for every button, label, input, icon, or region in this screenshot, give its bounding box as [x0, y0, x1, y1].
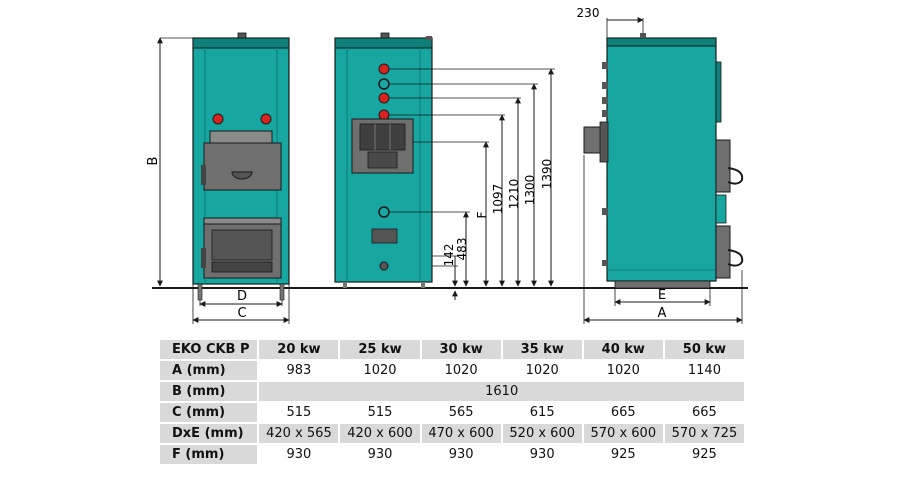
label-e: E [658, 288, 666, 303]
label-c: C [237, 306, 246, 321]
table-cell: 930 [502, 445, 582, 464]
label-1097: 1097 [491, 184, 505, 215]
label-483: 483 [455, 238, 469, 261]
boiler-dimension-drawing: B D C [146, 6, 748, 324]
table-cell: 665 [583, 403, 663, 422]
label-d: D [237, 289, 247, 304]
row-label: B (mm) [160, 382, 258, 401]
table-cell: 420 x 565 [259, 424, 339, 443]
table-cell: 1020 [502, 361, 582, 380]
table-cell: 570 x 600 [583, 424, 663, 443]
label-a: A [658, 306, 667, 321]
column-header: 20 kw [259, 340, 339, 359]
table-cell: 1020 [421, 361, 501, 380]
rear-plate [371, 228, 398, 244]
table-cell: 515 [340, 403, 420, 422]
table-cell: 420 x 600 [340, 424, 420, 443]
connection-483 [379, 261, 389, 271]
connection-1390 [378, 63, 390, 75]
table-cell: 515 [259, 403, 339, 422]
table-cell: 925 [664, 445, 744, 464]
upper-door [203, 142, 282, 191]
connection-f [378, 206, 390, 218]
red-knob-left [212, 113, 224, 125]
label-142: 142 [442, 244, 456, 267]
row-label: F (mm) [160, 445, 258, 464]
table-cell: 930 [259, 445, 339, 464]
column-header: 35 kw [502, 340, 582, 359]
row-label: C (mm) [160, 403, 258, 422]
table-row-b: B (mm) 1610 [160, 382, 744, 401]
label-b: B [146, 157, 161, 166]
table-cell-merged: 1610 [259, 382, 744, 401]
label-f: F [475, 211, 489, 218]
side-view [583, 33, 744, 289]
table-row-dxe: DxE (mm) 420 x 565 420 x 600 470 x 600 5… [160, 424, 744, 443]
table-cell: 983 [259, 361, 339, 380]
table-cell: 665 [664, 403, 744, 422]
table-cell: 925 [583, 445, 663, 464]
height-dimensions [389, 68, 555, 300]
side-lower-door [715, 225, 731, 279]
label-1210: 1210 [507, 179, 521, 210]
row-label: A (mm) [160, 361, 258, 380]
table-cell: 1020 [583, 361, 663, 380]
rear-view [334, 32, 433, 288]
specs-table: EKO CKB P 20 kw 25 kw 30 kw 35 kw 40 kw … [158, 338, 746, 466]
column-header: 50 kw [664, 340, 744, 359]
table-row-c: C (mm) 515 515 565 615 665 665 [160, 403, 744, 422]
table-cell: 470 x 600 [421, 424, 501, 443]
side-upper-door [715, 139, 731, 193]
specs-header-row: EKO CKB P 20 kw 25 kw 30 kw 35 kw 40 kw … [160, 340, 744, 359]
table-cell: 565 [421, 403, 501, 422]
column-header: 40 kw [583, 340, 663, 359]
table-cell: 615 [502, 403, 582, 422]
connection-1300 [378, 78, 390, 90]
connection-1210 [378, 92, 390, 104]
row-label: DxE (mm) [160, 424, 258, 443]
column-header: 25 kw [340, 340, 420, 359]
model-name: EKO CKB P [160, 340, 258, 359]
table-cell: 930 [421, 445, 501, 464]
table-cell: 570 x 725 [664, 424, 744, 443]
table-cell: 520 x 600 [502, 424, 582, 443]
table-cell: 1140 [664, 361, 744, 380]
front-view [192, 32, 290, 301]
table-cell: 1020 [340, 361, 420, 380]
column-header: 30 kw [421, 340, 501, 359]
table-cell: 930 [340, 445, 420, 464]
table-row-f: F (mm) 930 930 930 930 925 925 [160, 445, 744, 464]
label-230: 230 [577, 6, 600, 20]
red-knob-right [260, 113, 272, 125]
table-row-a: A (mm) 983 1020 1020 1020 1020 1140 [160, 361, 744, 380]
label-1390: 1390 [540, 159, 554, 190]
label-1300: 1300 [523, 175, 537, 206]
